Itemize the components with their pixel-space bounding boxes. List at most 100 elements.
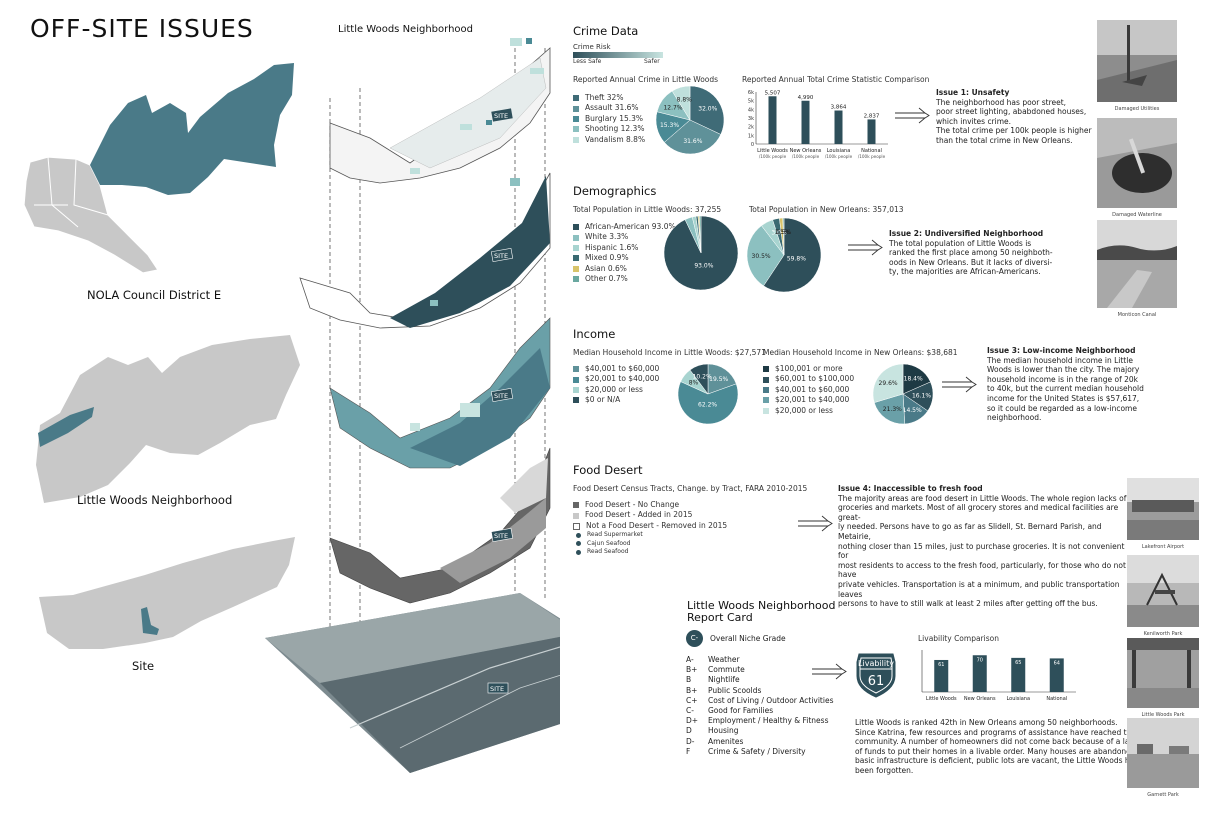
lw-population-slice-5	[699, 215, 702, 254]
livability-category-0: Little Woods	[926, 696, 957, 702]
livability-value-2: 65	[1015, 660, 1021, 666]
photo-airport-image	[1127, 478, 1199, 540]
district-map	[23, 63, 294, 274]
grade-letter: B	[686, 675, 692, 685]
photo-kenilworth-image	[1127, 555, 1199, 627]
layer-crime: SITE	[329, 38, 551, 184]
grade-row: B+Public Scoolds	[686, 686, 833, 696]
grade-letter: D-	[686, 736, 695, 746]
crime-bar-sublabel-0: /100k people	[759, 154, 787, 159]
demographics-legend: African-American 93.0% White 3.3% Hispan…	[573, 222, 676, 284]
issue-2: Issue 2: Undiversified Neighborhood The …	[889, 229, 1053, 277]
lw-income-label-2: 8%	[689, 379, 699, 386]
photo-lw-park-image	[1127, 638, 1199, 708]
lw-income-slice-0	[707, 363, 737, 395]
crime-bar-ytick-3: 3k	[748, 116, 754, 122]
site-context-area	[39, 537, 295, 649]
crime-bar-sublabel-2: /100k people	[825, 154, 853, 159]
grade-row: D+Employment / Healthy & Fitness	[686, 716, 833, 726]
safer-label: Safer	[644, 58, 660, 65]
district-west-lines	[34, 156, 109, 228]
photo-damaged-utilities: Damaged Utilities	[1097, 20, 1177, 112]
grade-category: Weather	[708, 655, 740, 664]
crime-bar-category-2: Louisiana	[827, 148, 851, 154]
neighborhood-context-area	[36, 335, 300, 503]
district-e-area	[90, 63, 294, 195]
livability-category-3: National	[1046, 696, 1067, 702]
crime-pie-chart: 32.0%31.6%15.3%12.7%8.8%	[655, 85, 725, 155]
lw-income-title: Median Household Income in Little Woods:…	[573, 348, 766, 357]
lw-population-pie: 93.0%	[663, 215, 739, 291]
photo-monticon-canal: Monticon Canal	[1097, 220, 1177, 318]
overall-grade-badge: C-	[686, 630, 703, 647]
crime-bar-ytick-2: 2k	[748, 125, 754, 131]
site-tag-1: SITE	[494, 112, 508, 120]
photo-garnett-park: Garnett Park	[1127, 718, 1199, 798]
report-heading: Little Woods Neighborhood Report Card	[687, 599, 836, 624]
lw-population-label-0: 93.0%	[694, 263, 713, 270]
food-heading: Food Desert	[573, 463, 643, 477]
livability-bar-0	[934, 659, 949, 692]
crime-bar-value-0: 5,507	[765, 90, 781, 96]
crime-bar-ytick-5: 5k	[748, 99, 754, 105]
crime-risk-gradient	[573, 52, 663, 58]
neighborhood-map	[36, 335, 300, 503]
food-subtitle: Food Desert Census Tracts, Change. by Tr…	[573, 484, 808, 493]
no-population-title: Total Population in New Orleans: 357,013	[749, 205, 904, 214]
crime-pie-label-4: 8.8%	[677, 97, 693, 104]
crime-bar-title: Reported Annual Total Crime Statistic Co…	[742, 75, 930, 84]
livability-value-0: 61	[938, 662, 944, 668]
photo-little-woods-park: Little Woods Park	[1127, 638, 1199, 718]
no-population-label-5: 0.5%	[776, 229, 792, 236]
photo-kenilworth-park: Kenilworth Park	[1127, 555, 1199, 637]
livability-bar-2	[1011, 657, 1026, 692]
grade-category: Commute	[708, 665, 745, 675]
no-population-label-3: 3.0%	[771, 230, 787, 237]
crime-bar-ytick-4: 4k	[748, 107, 754, 113]
lw-income-slice-1	[677, 381, 739, 425]
no-income-pie: 18.4%16.1%14.5%21.3%29.6%	[872, 363, 934, 425]
site-highlight	[141, 607, 159, 635]
layer-demographics: SITE	[299, 172, 551, 329]
crime-bar-1	[801, 100, 810, 144]
issue-3: Issue 3: Low-income Neighborhood The med…	[987, 346, 1144, 423]
stack-title: Little Woods Neighborhood	[338, 24, 473, 35]
report-conclusion: Little Woods is ranked 42th in New Orlea…	[855, 718, 1139, 775]
livability-category-1: New Orleans	[964, 696, 996, 702]
photo-utilities-image	[1097, 20, 1177, 102]
crime-bar-2	[834, 110, 843, 144]
crime-pie-title: Reported Annual Crime in Little Woods	[573, 75, 719, 84]
demographics-heading: Demographics	[573, 184, 657, 198]
aerial-photo: SITE	[265, 593, 560, 773]
site-tag-5: SITE	[490, 685, 504, 693]
overall-grade-label: Overall Niche Grade	[710, 634, 786, 643]
arrow-icon-3	[942, 376, 977, 393]
livability-category-2: Louisiana	[1006, 696, 1030, 702]
livability-value-3: 64	[1054, 660, 1060, 666]
no-population-label-0: 59.8%	[787, 256, 806, 263]
site-map	[39, 537, 295, 649]
page-title: OFF-SITE ISSUES	[30, 14, 254, 43]
site-tag-4: SITE	[494, 532, 508, 540]
lw-income-pie: 19.5%62.2%8%10.2%	[677, 363, 739, 425]
no-population-slice-0	[763, 217, 822, 293]
crime-bar-category-3: National	[861, 148, 882, 154]
crime-bar-category-1: New Orleans	[790, 148, 822, 154]
layer-stack: SITE SITE SITE SITE SITE	[265, 38, 560, 773]
grade-row: C+Cost of Living / Outdoor Activities	[686, 696, 833, 706]
crime-risk-label: Crime Risk	[573, 43, 611, 51]
crime-bar-ytick-6: 6k	[748, 90, 754, 96]
arrow-icon-4	[798, 515, 833, 532]
district-caption: NOLA Council District E	[87, 288, 222, 302]
grade-category: Good for Families	[708, 706, 774, 716]
lw-income-slice-3	[689, 363, 709, 395]
arrow-icon-5	[812, 663, 847, 680]
crime-bar-value-2: 3,864	[831, 105, 847, 111]
no-income-title: Median Household Income in New Orleans: …	[763, 348, 958, 357]
grade-category: Crime & Safety / Diversity	[708, 746, 806, 756]
grade-letter: C+	[686, 695, 698, 705]
